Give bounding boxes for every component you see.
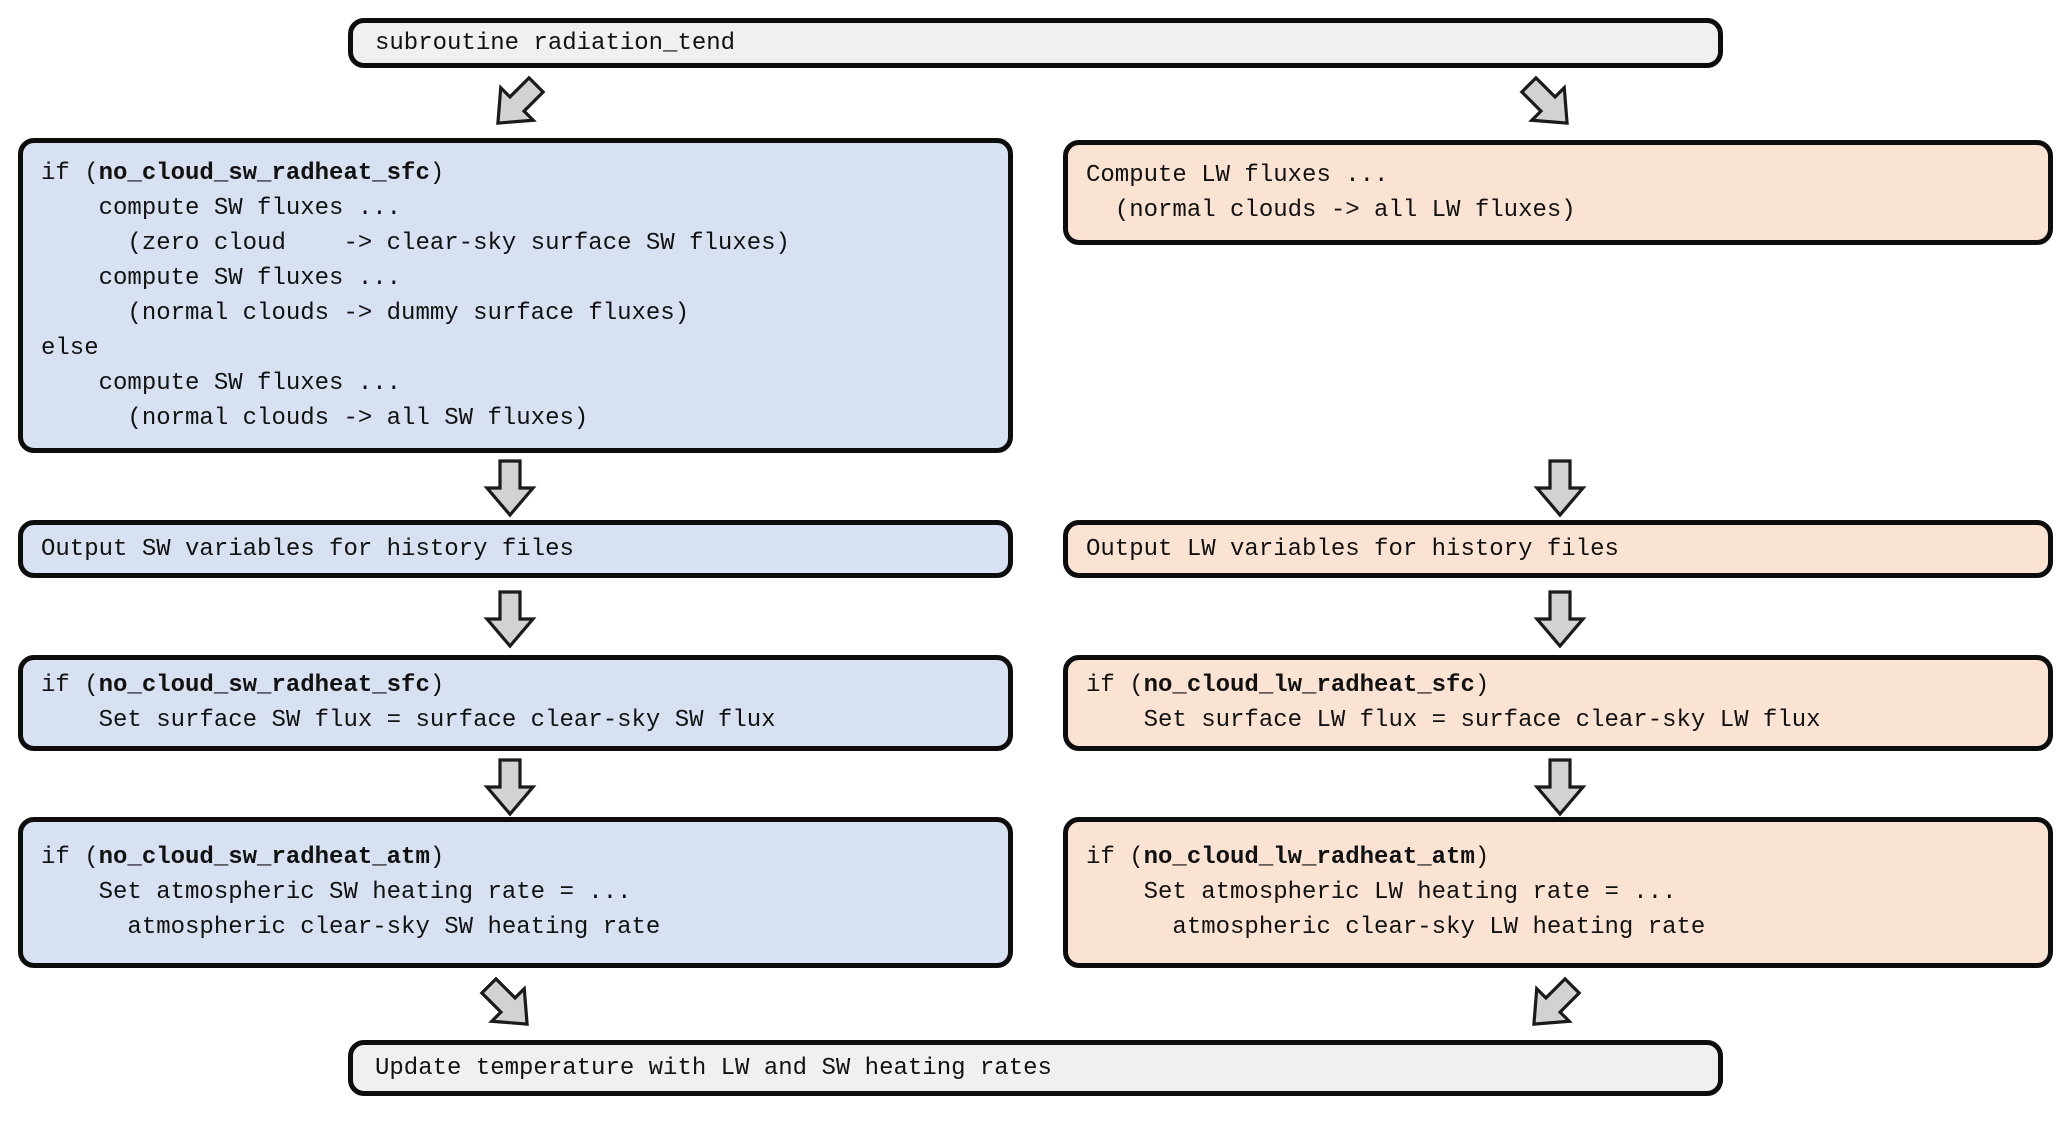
node-text: if (no_cloud_lw_radheat_sfc) Set surface… [1086, 672, 1821, 734]
node-sw-atm-heating: if (no_cloud_sw_radheat_atm) Set atmosph… [18, 817, 1013, 968]
node-lw-output-history: Output LW variables for history files [1063, 520, 2053, 578]
node-subroutine-radiation-tend: subroutine radiation_tend [348, 18, 1723, 68]
node-text: Compute LW fluxes ... (normal clouds -> … [1086, 161, 1576, 224]
down-arrow-icon [1533, 589, 1587, 649]
split-arrow-lw-icon [1508, 64, 1587, 143]
node-lw-surface-flux: if (no_cloud_lw_radheat_sfc) Set surface… [1063, 655, 2053, 751]
node-lw-atm-heating: if (no_cloud_lw_radheat_atm) Set atmosph… [1063, 817, 2053, 968]
down-arrow-icon [483, 757, 537, 817]
node-text: Update temperature with LW and SW heatin… [375, 1054, 1052, 1082]
node-update-temperature: Update temperature with LW and SW heatin… [348, 1040, 1723, 1096]
down-arrow-icon [483, 589, 537, 649]
merge-arrow-sw-icon [468, 965, 547, 1044]
node-text: Output LW variables for history files [1086, 535, 1619, 563]
merge-arrow-lw-icon [1513, 965, 1592, 1044]
split-arrow-sw-icon [477, 64, 556, 143]
down-arrow-icon [483, 458, 537, 518]
down-arrow-icon [1533, 458, 1587, 518]
node-sw-compute-fluxes: if (no_cloud_sw_radheat_sfc) compute SW … [18, 138, 1013, 453]
node-text: subroutine radiation_tend [375, 29, 736, 57]
node-text: if (no_cloud_sw_radheat_sfc) Set surface… [41, 672, 776, 734]
node-text: Output SW variables for history files [41, 535, 574, 563]
node-sw-surface-flux: if (no_cloud_sw_radheat_sfc) Set surface… [18, 655, 1013, 751]
node-lw-compute-fluxes: Compute LW fluxes ... (normal clouds -> … [1063, 140, 2053, 245]
node-text: if (no_cloud_sw_radheat_sfc) compute SW … [41, 159, 790, 432]
node-text: if (no_cloud_sw_radheat_atm) Set atmosph… [41, 844, 661, 941]
down-arrow-icon [1533, 757, 1587, 817]
node-text: if (no_cloud_lw_radheat_atm) Set atmosph… [1086, 844, 1706, 941]
node-sw-output-history: Output SW variables for history files [18, 520, 1013, 578]
